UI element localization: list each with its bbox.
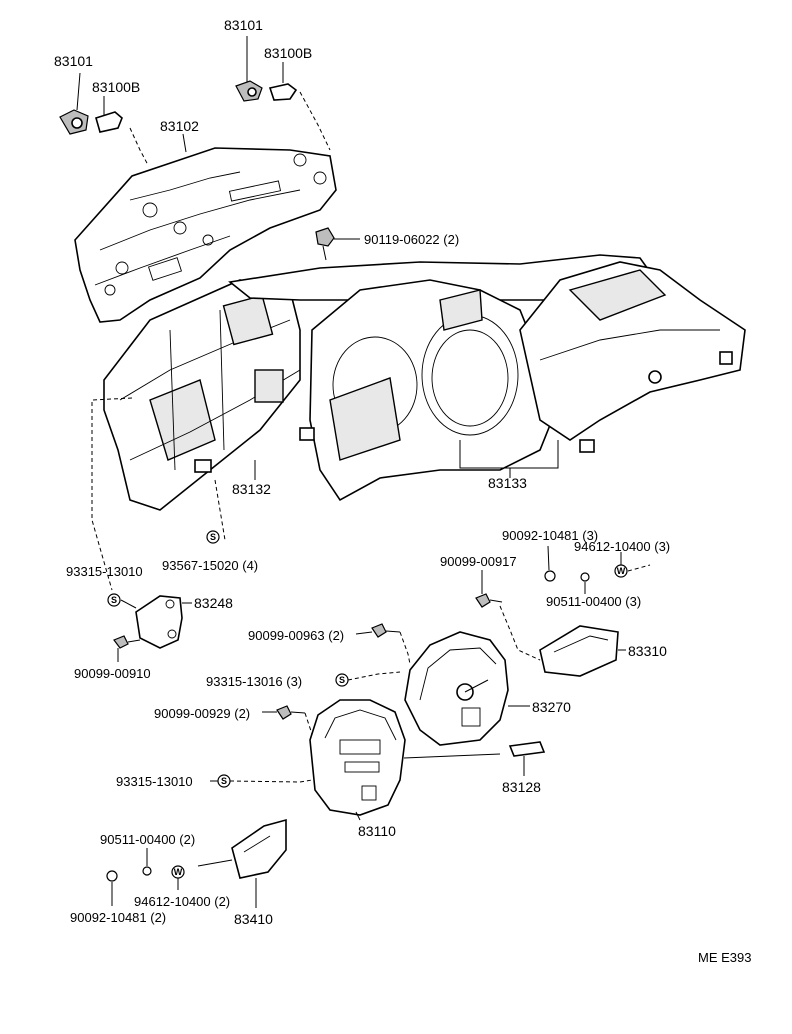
screw-90119-06022 bbox=[315, 227, 360, 261]
bulb-socket-left bbox=[59, 109, 123, 135]
symbol-s-93315-13010-a: S bbox=[107, 593, 121, 607]
label-90092-10481-bottom: 90092-10481 (2) bbox=[70, 910, 166, 925]
label-90099-00929: 90099-00929 (2) bbox=[154, 706, 250, 721]
cable-83128 bbox=[508, 741, 546, 776]
label-83410: 83410 bbox=[234, 911, 273, 927]
svg-text:S: S bbox=[210, 532, 216, 542]
label-83100b-top: 83100B bbox=[264, 45, 312, 61]
connector-83410 bbox=[197, 818, 287, 908]
label-90511-00400-bottom: 90511-00400 (2) bbox=[100, 832, 195, 847]
label-83132: 83132 bbox=[232, 481, 271, 497]
symbol-s-93567: S bbox=[206, 530, 220, 544]
screw-90099-00963 bbox=[355, 623, 411, 665]
svg-text:S: S bbox=[339, 675, 345, 685]
reference-code: ME E393 bbox=[698, 950, 751, 965]
nut-90092-bottom bbox=[106, 870, 118, 906]
svg-text:S: S bbox=[221, 776, 227, 786]
svg-text:W: W bbox=[617, 566, 626, 576]
bracket-83248 bbox=[135, 595, 183, 649]
svg-text:S: S bbox=[111, 595, 117, 605]
label-83270: 83270 bbox=[532, 699, 571, 715]
symbol-w-94612-bottom: W bbox=[171, 865, 185, 890]
connector-83310 bbox=[499, 605, 626, 677]
label-83100b-left: 83100B bbox=[92, 79, 140, 95]
nut-90092-top bbox=[544, 545, 556, 582]
label-83101-left: 83101 bbox=[54, 53, 93, 69]
label-93315-13016: 93315-13016 (3) bbox=[206, 674, 302, 689]
label-90099-00910: 90099-00910 bbox=[74, 666, 151, 681]
label-83102: 83102 bbox=[160, 118, 199, 134]
label-93567-15020: 93567-15020 (4) bbox=[162, 558, 258, 573]
label-83101-top: 83101 bbox=[224, 17, 263, 33]
symbol-w-94612-top: W bbox=[614, 552, 651, 578]
speedometer-83110 bbox=[309, 699, 501, 821]
label-83110: 83110 bbox=[358, 823, 396, 839]
label-83133: 83133 bbox=[488, 475, 527, 491]
label-90099-00963: 90099-00963 (2) bbox=[248, 628, 344, 643]
label-93315-13010-b: 93315-13010 bbox=[116, 774, 193, 789]
screw-90099-00917 bbox=[475, 570, 503, 608]
screw-90099-00929 bbox=[262, 705, 313, 735]
label-90092-10481-top: 90092-10481 (3) bbox=[502, 528, 598, 543]
bulb-socket-top bbox=[235, 80, 298, 102]
label-94612-10400-bottom: 94612-10400 (2) bbox=[134, 894, 230, 909]
screw-90099-00910 bbox=[113, 635, 141, 662]
label-93315-13010-a: 93315-13010 bbox=[66, 564, 143, 579]
cluster-housing bbox=[103, 254, 746, 511]
symbol-s-93315-13010-b: S bbox=[210, 774, 313, 788]
label-90511-00400-top: 90511-00400 (3) bbox=[546, 594, 641, 609]
circuit-plate-83102 bbox=[74, 147, 337, 323]
symbol-s-93315-13016: S bbox=[335, 671, 401, 687]
label-83248: 83248 bbox=[194, 595, 233, 611]
label-83310: 83310 bbox=[628, 643, 667, 659]
svg-text:W: W bbox=[174, 867, 183, 877]
nut-90511-bottom bbox=[142, 848, 152, 876]
label-90099-00917: 90099-00917 bbox=[440, 554, 517, 569]
label-83128: 83128 bbox=[502, 779, 541, 795]
nut-90511-top bbox=[580, 572, 590, 594]
label-90119-06022: 90119-06022 (2) bbox=[364, 232, 459, 247]
label-94612-10400-top: 94612-10400 (3) bbox=[574, 539, 670, 554]
tachometer-83270 bbox=[404, 631, 530, 746]
